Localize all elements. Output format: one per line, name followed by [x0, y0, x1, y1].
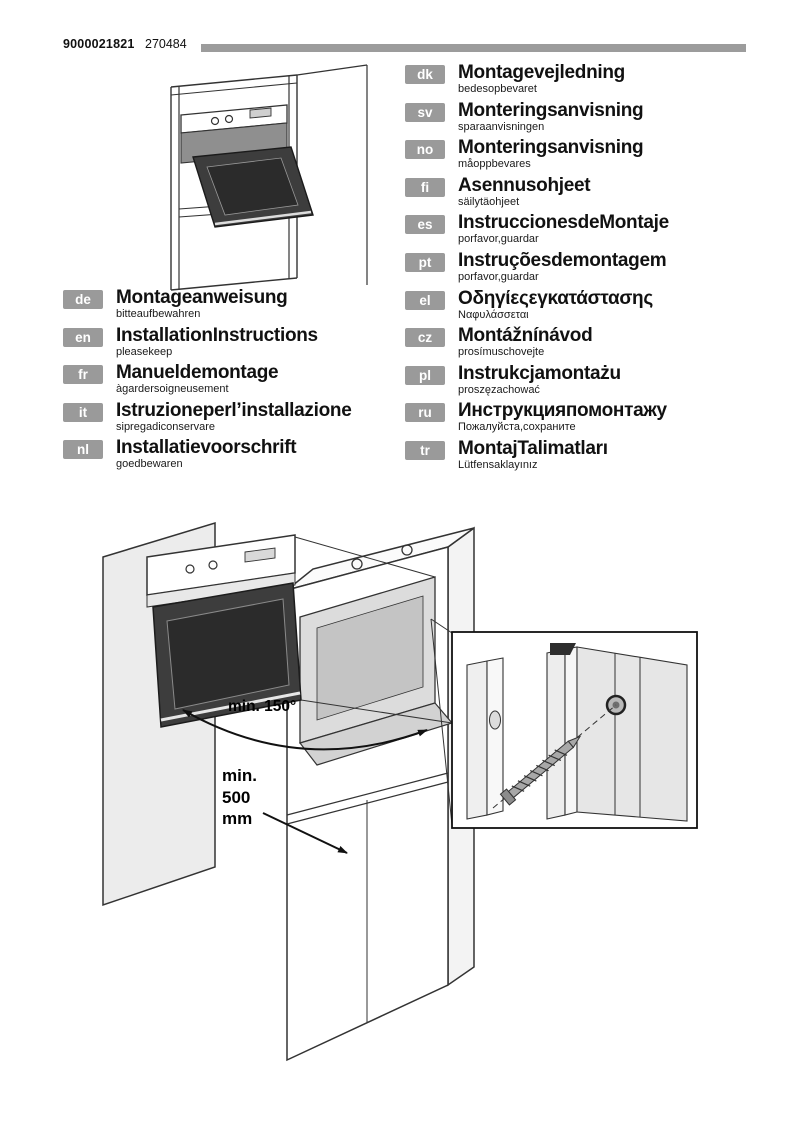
language-subtitle: måoppbevares: [458, 158, 531, 171]
language-title: Montageanweisung: [116, 287, 288, 308]
language-code-badge: tr: [405, 440, 445, 460]
language-subtitle: goedbewaren: [116, 458, 183, 471]
language-code-badge: no: [405, 140, 445, 160]
language-title: InstallationInstructions: [116, 324, 318, 346]
language-subtitle: Пожалуйста,сохраните: [458, 421, 576, 434]
language-code-badge: fr: [63, 365, 103, 385]
language-subtitle: porfavor,guardar: [458, 233, 539, 246]
language-title: Monteringsanvisning: [458, 137, 644, 159]
screw-fixing-detail: [466, 643, 688, 822]
door-handle: [214, 210, 312, 226]
language-subtitle: àgardersoigneusement: [116, 383, 229, 396]
angle-arc: [182, 709, 428, 751]
language-title: InstruccionesdeMontaje: [458, 212, 669, 234]
language-code-badge: pl: [405, 365, 445, 385]
language-subtitle: sipregadiconservare: [116, 420, 216, 433]
language-title: Montážnínávod: [458, 325, 593, 347]
language-code-badge: fi: [405, 177, 445, 197]
language-title: Installatievoorschrift: [116, 437, 297, 459]
language-subtitle: pleasekeep: [116, 345, 173, 358]
top-hole-icon: [401, 544, 413, 556]
language-code-badge: it: [63, 402, 103, 422]
oven-display: [249, 107, 272, 119]
screw-icon: [499, 735, 582, 806]
language-title: Montagevejledning: [458, 62, 625, 83]
language-title: Инструкцияпомонтажу: [458, 400, 667, 422]
language-code-badge: sv: [405, 102, 445, 122]
language-subtitle: proszęzachować: [458, 383, 540, 396]
language-subtitle: Ναφυλάσσεται: [458, 308, 529, 321]
knob-icon: [208, 560, 218, 570]
angle-label: min. 150°: [228, 698, 297, 715]
main-installation-diagram: min. 150° min. 500 mm: [95, 515, 705, 1115]
depth-label: min. 500 mm: [222, 766, 257, 828]
oven-cabinet-drawing: [170, 64, 368, 291]
language-title: Istruzioneperl’installazione: [116, 399, 352, 421]
language-code-badge: en: [63, 327, 103, 347]
oven-display: [244, 547, 276, 563]
language-title: Asennusohjeet: [458, 174, 591, 196]
language-subtitle: sparaanvisningen: [458, 120, 545, 133]
header-rule: [201, 44, 746, 52]
knob-icon: [185, 564, 195, 574]
language-title: Instruçõesdemontagem: [458, 249, 667, 271]
print-code: 270484: [145, 37, 187, 51]
knob-icon: [224, 114, 234, 124]
language-title: Instrukcjamontażu: [458, 362, 621, 384]
bracket-icon: [550, 643, 576, 655]
language-code-badge: cz: [405, 328, 445, 348]
top-hole-icon: [351, 558, 363, 570]
language-subtitle: Lütfensaklayınız: [458, 458, 538, 471]
language-title: MontajTalimatları: [458, 437, 608, 459]
language-code-badge: de: [63, 290, 103, 309]
language-title: Οδηγίεςεγκατάστασης: [458, 287, 653, 309]
language-title: Manueldemontage: [116, 362, 279, 384]
depth-arrow: [262, 812, 348, 854]
language-subtitle: säilytäohjeet: [458, 195, 520, 208]
language-code-badge: es: [405, 215, 445, 235]
installation-drawing: [102, 521, 698, 1062]
language-code-badge: ru: [405, 403, 445, 423]
language-code-badge: el: [405, 290, 445, 310]
hinge-slot-icon: [489, 710, 501, 730]
language-subtitle: porfavor,guardar: [458, 270, 539, 283]
language-code-badge: nl: [63, 440, 103, 460]
language-title: Monteringsanvisning: [458, 99, 644, 121]
language-subtitle: bedesopbevaret: [458, 83, 537, 95]
language-code-badge: dk: [405, 65, 445, 84]
language-subtitle: prosímuschovejte: [458, 346, 545, 359]
document-number: 9000021821: [63, 37, 135, 51]
knob-icon: [210, 116, 220, 126]
language-subtitle: bitteaufbewahren: [116, 308, 201, 320]
language-code-badge: pt: [405, 252, 445, 272]
oven-cabinet-illustration: [65, 57, 395, 292]
